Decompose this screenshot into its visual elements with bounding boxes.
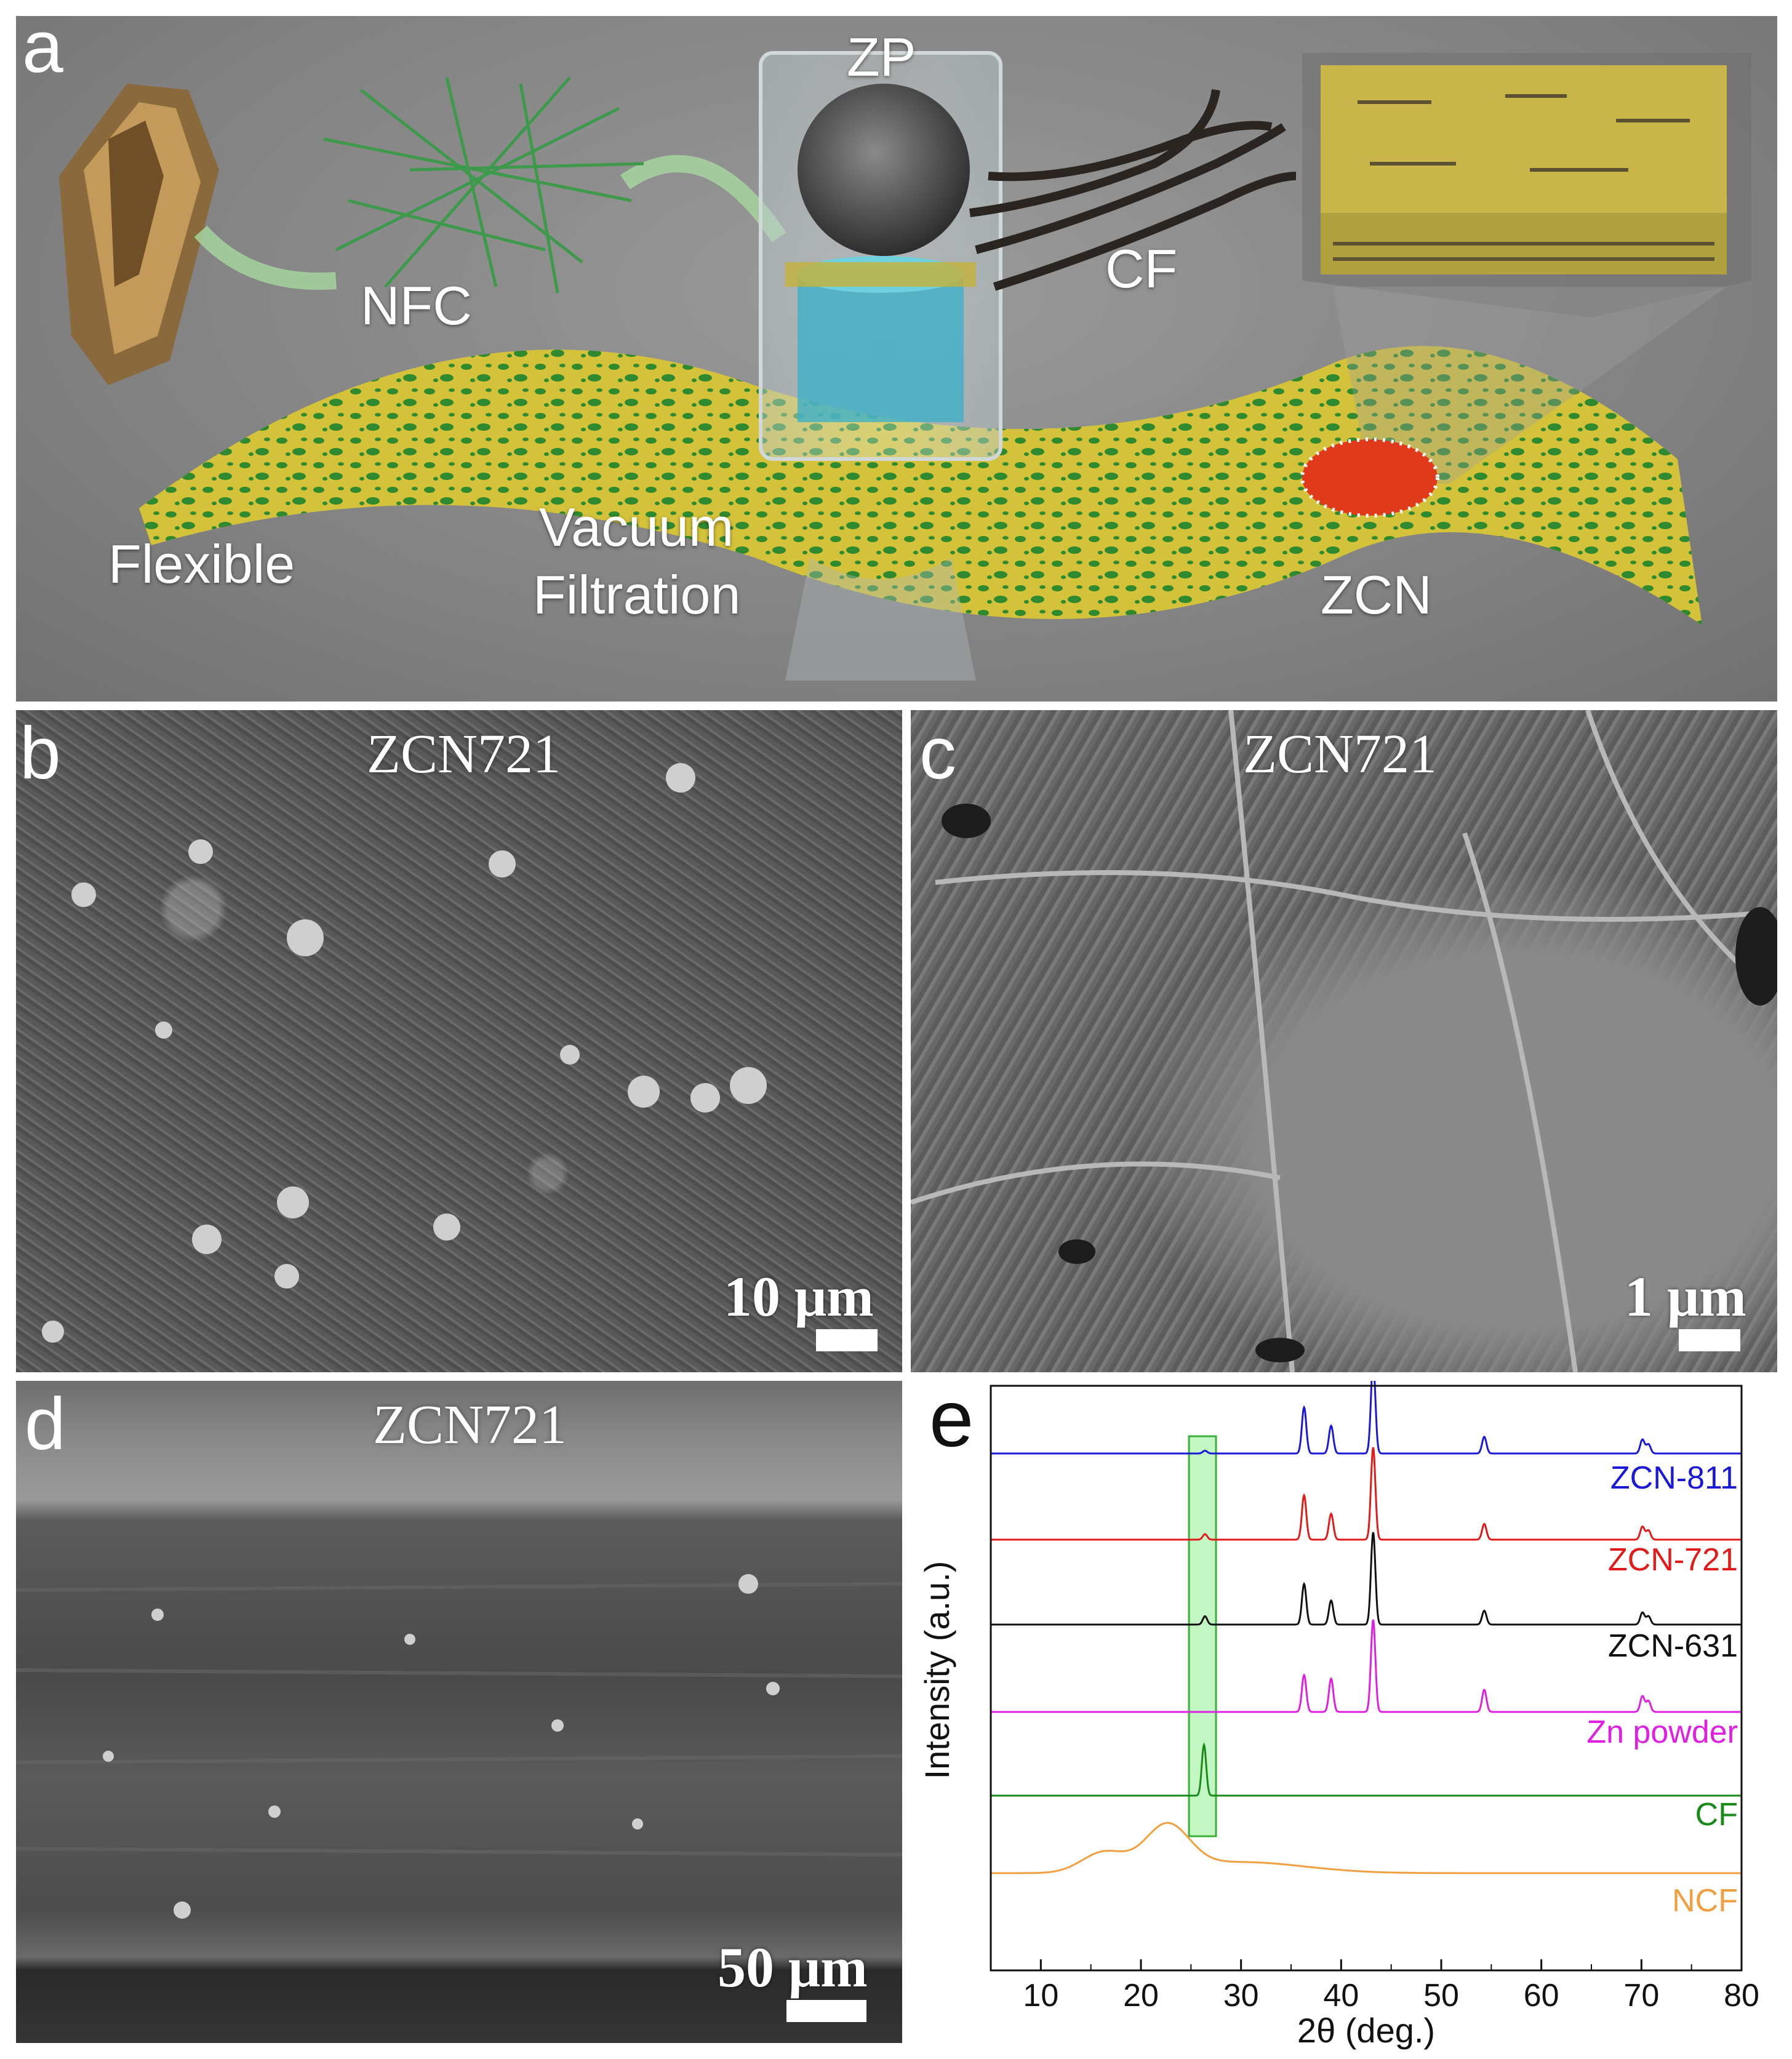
nfc-fibers (323, 76, 644, 294)
zcn-structure-inset (1302, 53, 1751, 484)
zp-label: ZP (847, 26, 916, 87)
zcn-label: ZCN (1321, 564, 1432, 625)
sem-particles-b (42, 763, 767, 1343)
panel-d-sem: d ZCN721 50 μm (16, 1381, 902, 2043)
panel-b-caption: ZCN721 (367, 724, 561, 785)
xrd-plot: 10 20 30 40 50 60 70 80 ZCN-811ZCN-721ZCN-631Zn… (918, 1381, 1759, 2050)
x-tick-label: 80 (1724, 1978, 1759, 2013)
vacuum-label: Vacuum (539, 497, 734, 558)
panel-b-scale-bar (816, 1329, 878, 1351)
panel-b-letter: b (20, 712, 61, 794)
panel-c-letter: c (919, 712, 956, 794)
x-tick-label: 50 (1423, 1978, 1459, 2013)
sem-fibers-c (911, 710, 1777, 1372)
panel-c-scale-label: 1 μm (1625, 1265, 1746, 1328)
panel-d-caption: ZCN721 (373, 1394, 567, 1455)
x-tick-label: 70 (1623, 1978, 1659, 2013)
panel-a-schematic: a ZP NFC CF Flexible Vacuum Filtration Z… (16, 16, 1777, 702)
wood-image (59, 84, 219, 385)
series-label-ncf: NCF (1672, 1883, 1738, 1919)
x-tick-label: 30 (1223, 1978, 1259, 2013)
filtration-label: Filtration (533, 564, 741, 625)
series-label-zcn-811: ZCN-811 (1610, 1460, 1738, 1496)
panel-c-caption: ZCN721 (1243, 724, 1437, 785)
series-line-zcn-631 (991, 1532, 1742, 1626)
panel-c-scale-bar (1679, 1329, 1740, 1351)
x-tick-label: 20 (1123, 1978, 1159, 2013)
series-label-zcn-631: ZCN-631 (1608, 1628, 1738, 1664)
panel-c-sem: c ZCN721 1 μm (911, 710, 1777, 1372)
x-tick-label: 10 (1023, 1978, 1058, 2013)
panel-d-scale-label: 50 μm (718, 1936, 868, 1999)
panel-e-letter: e (929, 1381, 974, 1463)
panel-d-scale-bar (786, 2000, 866, 2022)
plot-frame (990, 1385, 1743, 1972)
series-label-cf: CF (1695, 1797, 1738, 1833)
nfc-label: NFC (361, 275, 472, 336)
cf-label: CF (1105, 238, 1178, 299)
series-line-zcn-811 (991, 1381, 1742, 1455)
highlight-band (1188, 1435, 1217, 1837)
panel-a-letter: a (22, 16, 63, 88)
x-tick-label: 40 (1323, 1978, 1359, 2013)
x-axis-label: 2θ (deg.) (1297, 2011, 1435, 2050)
zcn-highlight (1300, 438, 1439, 518)
panel-b-scale-label: 10 μm (724, 1265, 874, 1328)
series-line-cf (991, 1742, 1742, 1797)
x-tick-label: 60 (1524, 1978, 1559, 2013)
series-label-zcn-721: ZCN-721 (1608, 1542, 1738, 1578)
series-line-zn-powder (991, 1619, 1742, 1713)
sem-cross-section-d (16, 1574, 902, 1919)
panel-b-sem: b ZCN721 10 μm (16, 710, 902, 1372)
flexible-label: Flexible (108, 534, 295, 594)
schematic-illustration (59, 51, 1751, 681)
series-line-ncf (991, 1821, 1742, 1874)
carbon-fibers (969, 89, 1297, 291)
series-line-zcn-721 (991, 1447, 1742, 1541)
panel-d-letter: d (25, 1383, 66, 1465)
zp-sphere (798, 84, 970, 256)
series-label-zn-powder: Zn powder (1586, 1714, 1738, 1750)
y-axis-label: Intensity (a.u.) (918, 1561, 956, 1780)
